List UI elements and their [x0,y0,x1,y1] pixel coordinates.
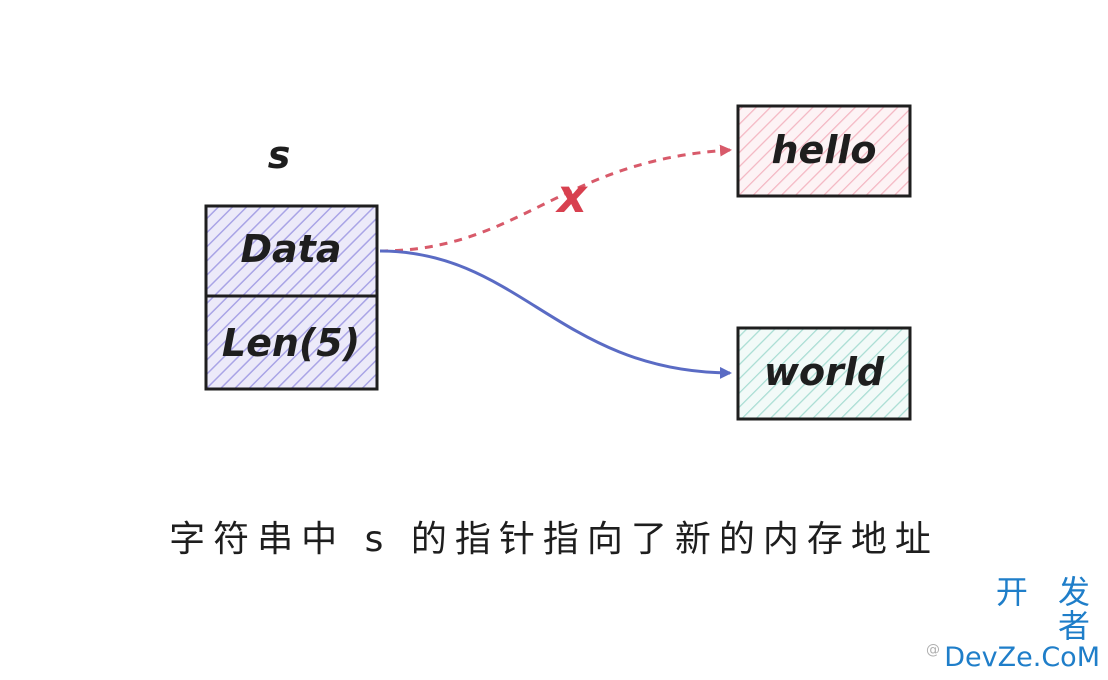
site-watermark: @ 开 发 者 DevZe.CoM [926,573,1100,673]
data-field-box [204,204,379,298]
world-box [736,326,912,421]
watermark-bottom: DevZe.CoM [944,641,1100,673]
invalid-cross-mark: x [555,169,588,223]
old-pointer-arrow [379,144,732,253]
watermark-top: 开 发 者 [995,573,1100,646]
data-field-label: Data [241,227,342,271]
new-pointer-arrow [379,249,732,379]
len-field-label: Len(5) [222,321,360,365]
string-header-struct: Data Len(5) [204,204,379,391]
world-label: world [764,350,885,394]
watermark-prefix: @ [926,642,940,659]
hello-label: hello [772,128,877,172]
new-target-node: world [736,326,912,421]
len-field-box [204,294,379,391]
variable-label: s [268,133,291,177]
hello-box [736,104,912,198]
diagram-caption: 字符串中 s 的指针指向了新的内存地址 [169,519,939,560]
old-target-node: hello [736,104,912,198]
